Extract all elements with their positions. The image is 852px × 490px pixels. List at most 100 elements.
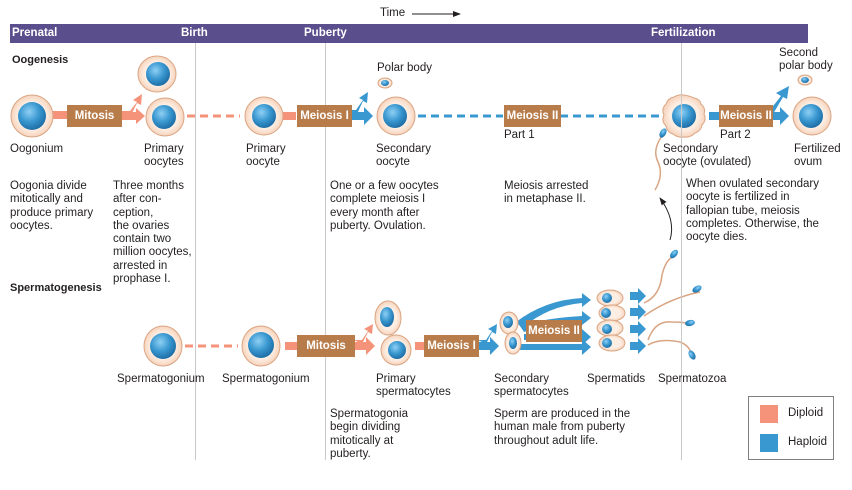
fertilized-ovum-cell	[792, 96, 832, 136]
diploid-swatch	[760, 405, 778, 423]
oo-meiosis2-part2-box: Meiosis II	[719, 105, 773, 127]
secondary-oocyte-label: Secondary oocyte	[376, 143, 431, 170]
text-line: the ovaries	[113, 219, 170, 232]
oo-haploid-arrows	[348, 86, 789, 125]
second-polar-body-label: Second polar body	[779, 47, 833, 74]
spermatozoa	[643, 256, 701, 355]
text-line: arrested in	[113, 259, 168, 272]
arrested-description: Meiosis arrested in metaphase II.	[504, 180, 588, 207]
text-line: in metaphase II.	[504, 193, 586, 206]
stage-fertilization: Fertilization	[651, 27, 716, 39]
puberty-oocyte-description: One or a few oocytes complete meiosis I …	[330, 180, 439, 233]
text-line: puberty.	[330, 447, 371, 460]
primary-spermatocytes-label: Primary spermatocytes	[376, 373, 451, 400]
oo-diploid-arrows	[52, 94, 296, 124]
text-line: mitotically at	[330, 434, 394, 447]
second-polar-body-cell	[797, 74, 813, 86]
legend-haploid-label: Haploid	[788, 436, 827, 448]
text-line: complete meiosis I	[330, 193, 426, 206]
secondary-spermatocytes-label: Secondary spermatocytes	[494, 373, 569, 400]
label-line: oocytes	[144, 156, 184, 169]
oogonium-cell	[10, 94, 54, 138]
text-line: ception,	[113, 206, 154, 219]
text-line: Sperm are produced in the	[494, 408, 631, 420]
primary-oocyte-bottom	[145, 97, 185, 137]
text-line: completes. Otherwise, the	[686, 217, 819, 230]
text-line: mitotically and	[10, 193, 83, 206]
primary-oocyte-label: Primary oocyte	[246, 143, 286, 170]
sperm-at-oocyte	[654, 128, 667, 191]
label-line: Fertilized	[794, 143, 841, 155]
sp-diploid-arrows	[285, 324, 425, 355]
label-line: spermatocytes	[494, 386, 569, 399]
legend: Diploid Haploid	[748, 396, 834, 460]
label-line: oocyte	[246, 156, 280, 169]
sp-meiosis2-box: Meiosis II	[526, 320, 582, 342]
polar-body-label: Polar body	[377, 62, 432, 74]
oo-meiosis1-box: Meiosis I	[297, 105, 352, 127]
stage-prenatal: Prenatal	[12, 27, 58, 39]
stage-birth: Birth	[181, 27, 208, 39]
label-line: Secondary	[663, 143, 718, 155]
secondary-oocyte-cell	[376, 96, 416, 136]
text-line: prophase I.	[113, 273, 171, 286]
primary-spermatocyte-cells	[374, 300, 412, 366]
spermatogonium-label-1: Spermatogonium	[117, 373, 205, 385]
birth-divider	[195, 43, 196, 460]
spermatogonia-description: Spermatogonia begin dividing mitotically…	[330, 408, 408, 461]
curved-arrow	[659, 197, 673, 241]
text-line: after con-	[113, 193, 162, 206]
sperm-production-description: Sperm are produced in the human male fro…	[494, 408, 630, 448]
label-line: Secondary	[494, 373, 549, 385]
text-line: every month after	[330, 206, 420, 219]
text-line: million oocytes,	[113, 246, 192, 259]
sp-meiosis1-box: Meiosis I	[424, 335, 479, 357]
fertilized-ovum-label: Fertilized ovum	[794, 143, 841, 170]
spermatogenesis-heading: Spermatogenesis	[10, 282, 102, 294]
stage-puberty: Puberty	[304, 27, 347, 39]
text-line: One or a few oocytes	[330, 180, 439, 192]
text-line: oocyte dies.	[686, 231, 748, 244]
fertilization-divider	[681, 43, 682, 460]
text-line: Spermatogonia	[330, 408, 408, 420]
legend-diploid-label: Diploid	[788, 407, 824, 419]
text-line: oocytes.	[10, 219, 53, 232]
spermatozoa-label: Spermatozoa	[658, 373, 727, 385]
spermatogonium-cell-1	[143, 325, 183, 367]
part1-label: Part 1	[504, 129, 535, 141]
oogonia-description: Oogonia divide mitotically and produce p…	[10, 180, 93, 233]
spermatozoa-heads	[670, 249, 702, 360]
text-line: produce primary	[10, 206, 94, 219]
timeline-header: Prenatal Birth Puberty Fertilization	[10, 24, 808, 43]
label-line: ovum	[794, 156, 823, 169]
text-line: puberty. Ovulation.	[330, 219, 426, 232]
three-months-description: Three months after con- ception, the ova…	[113, 180, 192, 286]
text-line: Oogonia divide	[10, 180, 87, 192]
oo-mitosis-box: Mitosis	[67, 105, 122, 127]
label-line: Secondary	[376, 143, 431, 155]
polar-body-cell	[377, 77, 393, 89]
ovulated-oocyte-label: Secondary oocyte (ovulated)	[663, 143, 751, 170]
label-line: Primary	[246, 143, 286, 155]
part2-label: Part 2	[720, 129, 751, 141]
label-line: Primary	[144, 143, 184, 155]
text-line: When ovulated secondary	[686, 178, 819, 190]
ovulated-oocyte-cell	[662, 94, 706, 138]
time-label: Time	[380, 7, 406, 19]
text-line: throughout adult life.	[494, 434, 599, 447]
oo-meiosis2-part1-box: Meiosis II	[504, 105, 561, 127]
text-line: human male from puberty	[494, 421, 626, 434]
sp-mitosis-box: Mitosis	[297, 335, 355, 357]
label-line: oocyte	[376, 156, 410, 169]
oogonium-label: Oogonium	[10, 143, 64, 155]
fertilized-description: When ovulated secondary oocyte is fertil…	[686, 178, 819, 244]
puberty-divider	[325, 43, 326, 460]
text-line: Meiosis arrested	[504, 180, 589, 192]
primary-oocyte-cell	[244, 96, 284, 136]
spermatids-label: Spermatids	[587, 373, 646, 385]
text-line: Three months	[113, 180, 184, 192]
oogenesis-heading: Oogenesis	[12, 54, 69, 66]
text-line: fallopian tube, meiosis	[686, 204, 800, 217]
label-line: oocyte (ovulated)	[663, 156, 752, 169]
